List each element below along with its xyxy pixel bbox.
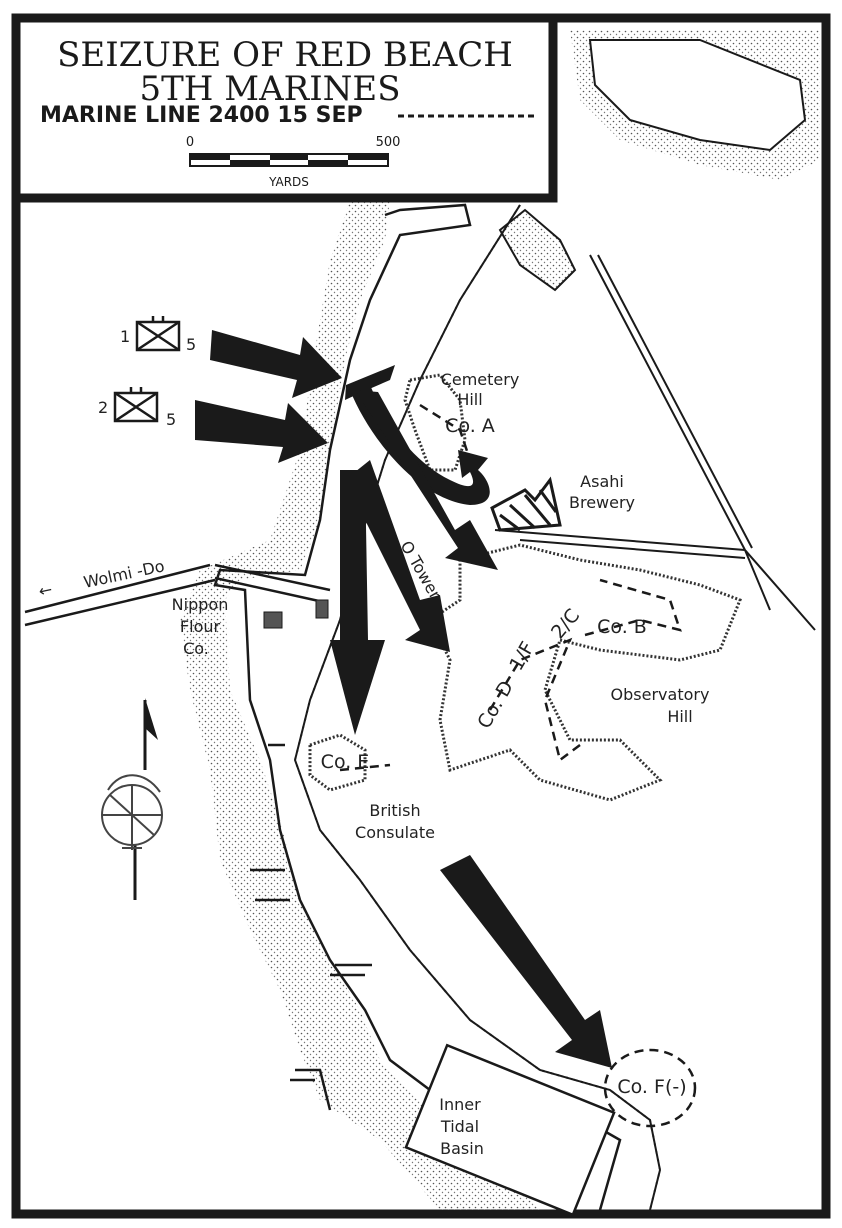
pier-north: [498, 208, 577, 292]
map-subtitle: 5TH MARINES: [139, 69, 400, 109]
label-nippon: Nippon: [172, 595, 229, 614]
arrow-o-tower: [345, 460, 450, 652]
marine-line: [339, 403, 697, 1128]
label-tidal: Tidal: [440, 1117, 479, 1136]
legend-marine-line: MARINE LINE 2400 15 SEP: [40, 103, 363, 128]
hills: [308, 373, 742, 802]
svg-text:1: 1: [120, 327, 130, 346]
arrow-co-f: [440, 855, 612, 1068]
assault-arrows: [195, 330, 612, 1068]
svg-text:0: 0: [186, 135, 194, 150]
label-co-b: Co. B: [597, 616, 647, 638]
bay-water: [588, 39, 807, 152]
title-box: [11, 13, 558, 203]
cemetery-hill-contour: [403, 373, 467, 472]
unit-symbol-2-5: 2 5: [98, 387, 176, 429]
label-basin: Basin: [440, 1139, 484, 1158]
label-cemetery-hill: Cemetery: [441, 370, 520, 389]
breakwater-wolmi: [24, 563, 331, 627]
piers: [250, 743, 372, 1111]
label-co-a: Co. A: [445, 415, 495, 437]
label-brewery: Brewery: [569, 493, 635, 512]
arrow-brewery-east: [355, 390, 498, 570]
wolmi-direction-arrow-icon: ←: [37, 580, 54, 601]
shoreline-shallows: [180, 200, 540, 1210]
north-arrow-icon: [133, 698, 158, 900]
nippon-flour-building: [263, 611, 283, 629]
label-observatory-hill: Hill: [667, 707, 692, 726]
svg-text:YARDS: YARDS: [268, 175, 309, 189]
label-flour: Flour: [180, 617, 221, 636]
inner-tidal-basin: [404, 1043, 616, 1217]
label-cemetery-hill-2: Hill: [457, 390, 482, 409]
arrow-1-5: [210, 330, 342, 398]
svg-text:5: 5: [186, 335, 196, 354]
svg-text:2: 2: [98, 398, 108, 417]
label-british: British: [369, 801, 420, 820]
arrow-2-5: [195, 400, 328, 463]
label-asahi: Asahi: [580, 472, 624, 491]
label-inner: Inner: [439, 1095, 481, 1114]
scale-bar: 0 500 YARDS: [186, 135, 401, 189]
map-title: SEIZURE OF RED BEACH: [57, 35, 513, 75]
label-consulate: Consulate: [355, 823, 435, 842]
label-co-f: Co. F(-): [617, 1076, 686, 1098]
label-co-e: Co. E: [321, 751, 370, 773]
marine-corps-emblem-icon: [101, 774, 163, 850]
consulate-hill-contour: [308, 733, 367, 792]
label-co: Co.: [183, 639, 209, 658]
observatory-hill-contour: [428, 543, 742, 802]
nippon-flour-building-2: [315, 599, 329, 619]
unit-symbol-1-5: 1 5: [120, 316, 196, 354]
asahi-brewery-building: [490, 476, 562, 532]
arrow-co-e: [330, 470, 385, 735]
svg-text:5: 5: [166, 410, 176, 429]
label-observatory: Observatory: [611, 685, 710, 704]
svg-text:500: 500: [376, 135, 401, 150]
roads: [494, 254, 816, 631]
